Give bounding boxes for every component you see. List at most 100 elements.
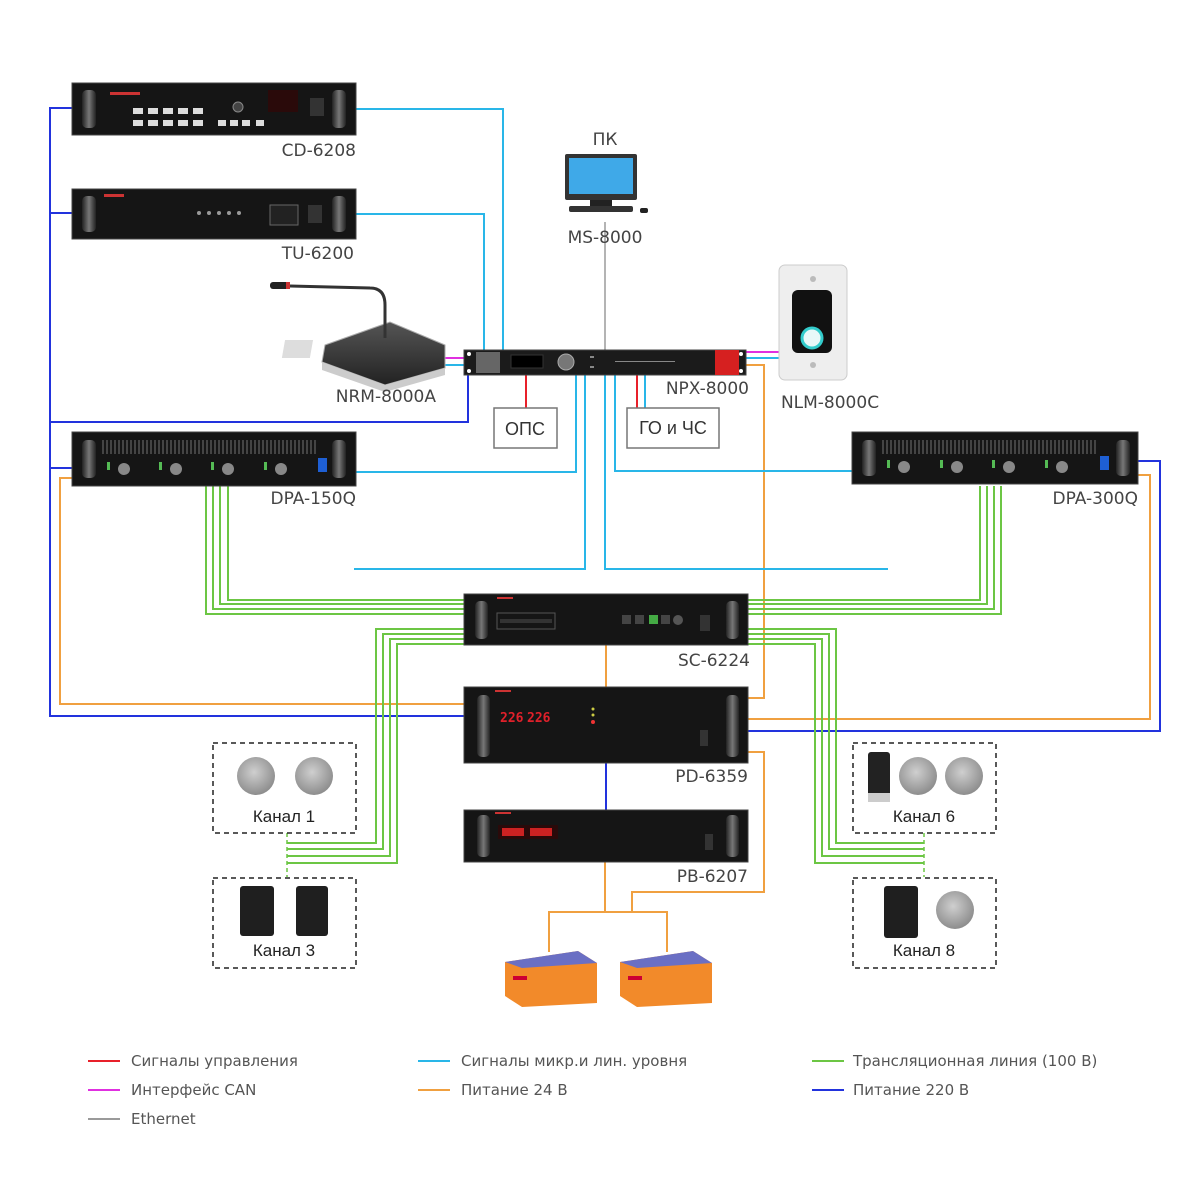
label-ops: ОПС: [505, 419, 545, 439]
vent-slot: [142, 440, 144, 454]
pd-display-voltage-1: 226: [500, 711, 524, 726]
label-dpa-300q: DPA-300Q: [1053, 489, 1138, 509]
vent-slot: [314, 440, 316, 454]
vent-slot: [298, 440, 300, 454]
device-cd-6208: [71, 82, 357, 136]
vent-slot: [246, 440, 248, 454]
vent-slot: [122, 440, 124, 454]
legend-label: Питание 220 В: [853, 1081, 969, 1099]
vent-slot: [178, 440, 180, 454]
vent-slot: [158, 440, 160, 454]
vent-slot: [134, 440, 136, 454]
wire-24-pd-pb: [631, 751, 765, 912]
vent-slot: [110, 440, 112, 454]
label-npx-8000: NPX-8000: [666, 379, 749, 399]
ceiling-speaker-icon: [899, 757, 937, 795]
battery-2: [620, 951, 712, 1007]
vent-slot: [1090, 440, 1092, 454]
device-dpa-150q: [71, 431, 357, 487]
vent-slot: [1026, 440, 1028, 454]
vent-slot: [206, 440, 208, 454]
vent-slot: [210, 440, 212, 454]
wire-signal-cd: [356, 108, 504, 350]
ceiling-speaker-icon: [945, 757, 983, 795]
vent-slot: [186, 440, 188, 454]
vent-slot: [1006, 440, 1008, 454]
vent-slot: [942, 440, 944, 454]
battery-1: [505, 951, 597, 1007]
vent-slot: [926, 440, 928, 454]
vent-slot: [978, 440, 980, 454]
vent-slot: [1078, 440, 1080, 454]
vent-slot: [202, 440, 204, 454]
vent-slot: [1058, 440, 1060, 454]
label-channel-1: Канал 1: [253, 807, 315, 826]
vent-slot: [902, 440, 904, 454]
wire-control: [525, 375, 638, 410]
vent-slot: [234, 440, 236, 454]
device-npx-8000: [463, 349, 747, 376]
wire-24-left: [59, 477, 466, 705]
vent-slot: [882, 440, 884, 454]
vent-slot: [990, 440, 992, 454]
pd-display-voltage-2: 226: [527, 711, 551, 726]
vent-slot: [174, 440, 176, 454]
wire-signal-dpa150: [356, 375, 577, 473]
vent-slot: [262, 440, 264, 454]
label-channel-6: Канал 6: [893, 807, 955, 826]
wire-220-right: [746, 460, 1161, 732]
wire-24-right: [746, 474, 1151, 720]
wire-signal-dpa300: [614, 375, 852, 472]
vent-slot: [302, 440, 304, 454]
column-speaker-icon: [868, 752, 890, 802]
vent-slot: [290, 440, 292, 454]
vent-slot: [1022, 440, 1024, 454]
wire-24-batteries: [548, 911, 668, 952]
vent-slot: [890, 440, 892, 454]
legend-item-can: Интерфейс CAN: [88, 1081, 256, 1099]
wire-signal-left-bus: [354, 375, 586, 570]
vent-slot: [238, 440, 240, 454]
label-tu-6200: TU-6200: [281, 244, 354, 264]
label-go-chs: ГО и ЧС: [639, 418, 707, 438]
legend-label: Ethernet: [131, 1110, 196, 1128]
cabinet-speaker-icon: [240, 886, 274, 936]
vent-slot: [166, 440, 168, 454]
vent-slot: [286, 440, 288, 454]
legend-label: Сигналы управления: [131, 1052, 298, 1070]
legend-item-control: Сигналы управления: [88, 1052, 298, 1070]
vent-slot: [914, 440, 916, 454]
vent-slot: [998, 440, 1000, 454]
vent-slot: [994, 440, 996, 454]
label-pb-6207: PB-6207: [677, 867, 748, 887]
device-nrm-8000a: [270, 282, 446, 392]
box-go-chs: ГО и ЧС: [626, 407, 720, 449]
vent-slot: [294, 440, 296, 454]
vent-slot: [918, 440, 920, 454]
legend-label: Питание 24 В: [461, 1081, 568, 1099]
legend-label: Сигналы микр.и лин. уровня: [461, 1052, 687, 1070]
label-pd-6359: PD-6359: [675, 767, 748, 787]
device-nlm-8000c: [778, 264, 848, 381]
vent-slot: [1030, 440, 1032, 454]
vent-slot: [278, 440, 280, 454]
vent-slot: [270, 440, 272, 454]
vent-slot: [1066, 440, 1068, 454]
label-nrm-8000a: NRM-8000A: [336, 387, 437, 407]
vent-slot: [1094, 440, 1096, 454]
wire-power-24: [59, 364, 1151, 952]
vent-slot: [938, 440, 940, 454]
vent-slot: [274, 440, 276, 454]
vent-slot: [130, 440, 132, 454]
legend-item-signal: Сигналы микр.и лин. уровня: [418, 1052, 687, 1070]
vent-slot: [970, 440, 972, 454]
label-channel-3: Канал 3: [253, 941, 315, 960]
vent-slot: [1054, 440, 1056, 454]
vent-slot: [150, 440, 152, 454]
vent-slot: [986, 440, 988, 454]
vent-grille: [882, 440, 1096, 454]
vent-slot: [230, 440, 232, 454]
vent-slot: [138, 440, 140, 454]
device-tu-6200: [71, 188, 357, 240]
